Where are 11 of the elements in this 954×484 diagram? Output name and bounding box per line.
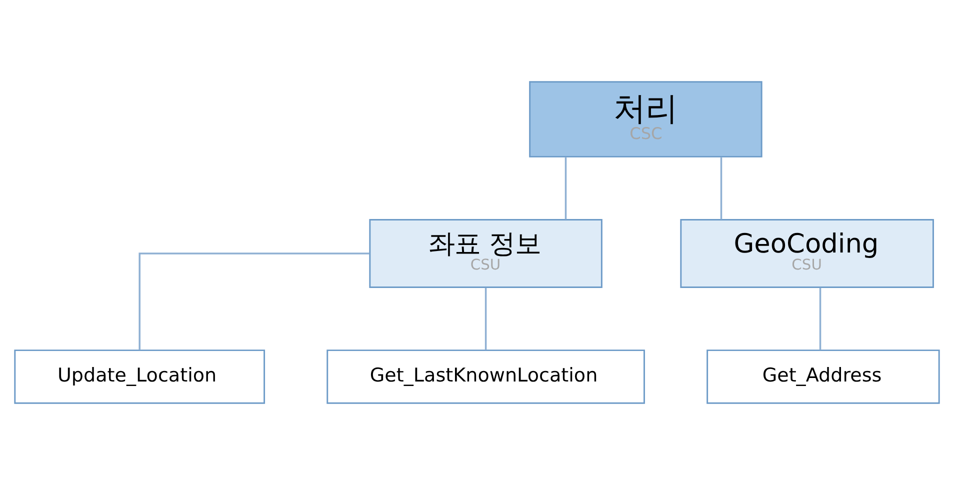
node-box: GeoCoding CSU [680, 218, 934, 288]
node-box: Update_Location [14, 349, 266, 404]
node-box: Get_Address [706, 349, 940, 404]
connector [720, 156, 722, 219]
connector [138, 252, 370, 350]
node-box: Get_LastKnownLocation [326, 349, 645, 404]
connector [819, 287, 822, 350]
node-box: 좌표 정보 CSU [369, 218, 602, 288]
connector [484, 287, 487, 350]
connector [564, 156, 567, 219]
node-box: 처리 CSC [529, 80, 762, 157]
